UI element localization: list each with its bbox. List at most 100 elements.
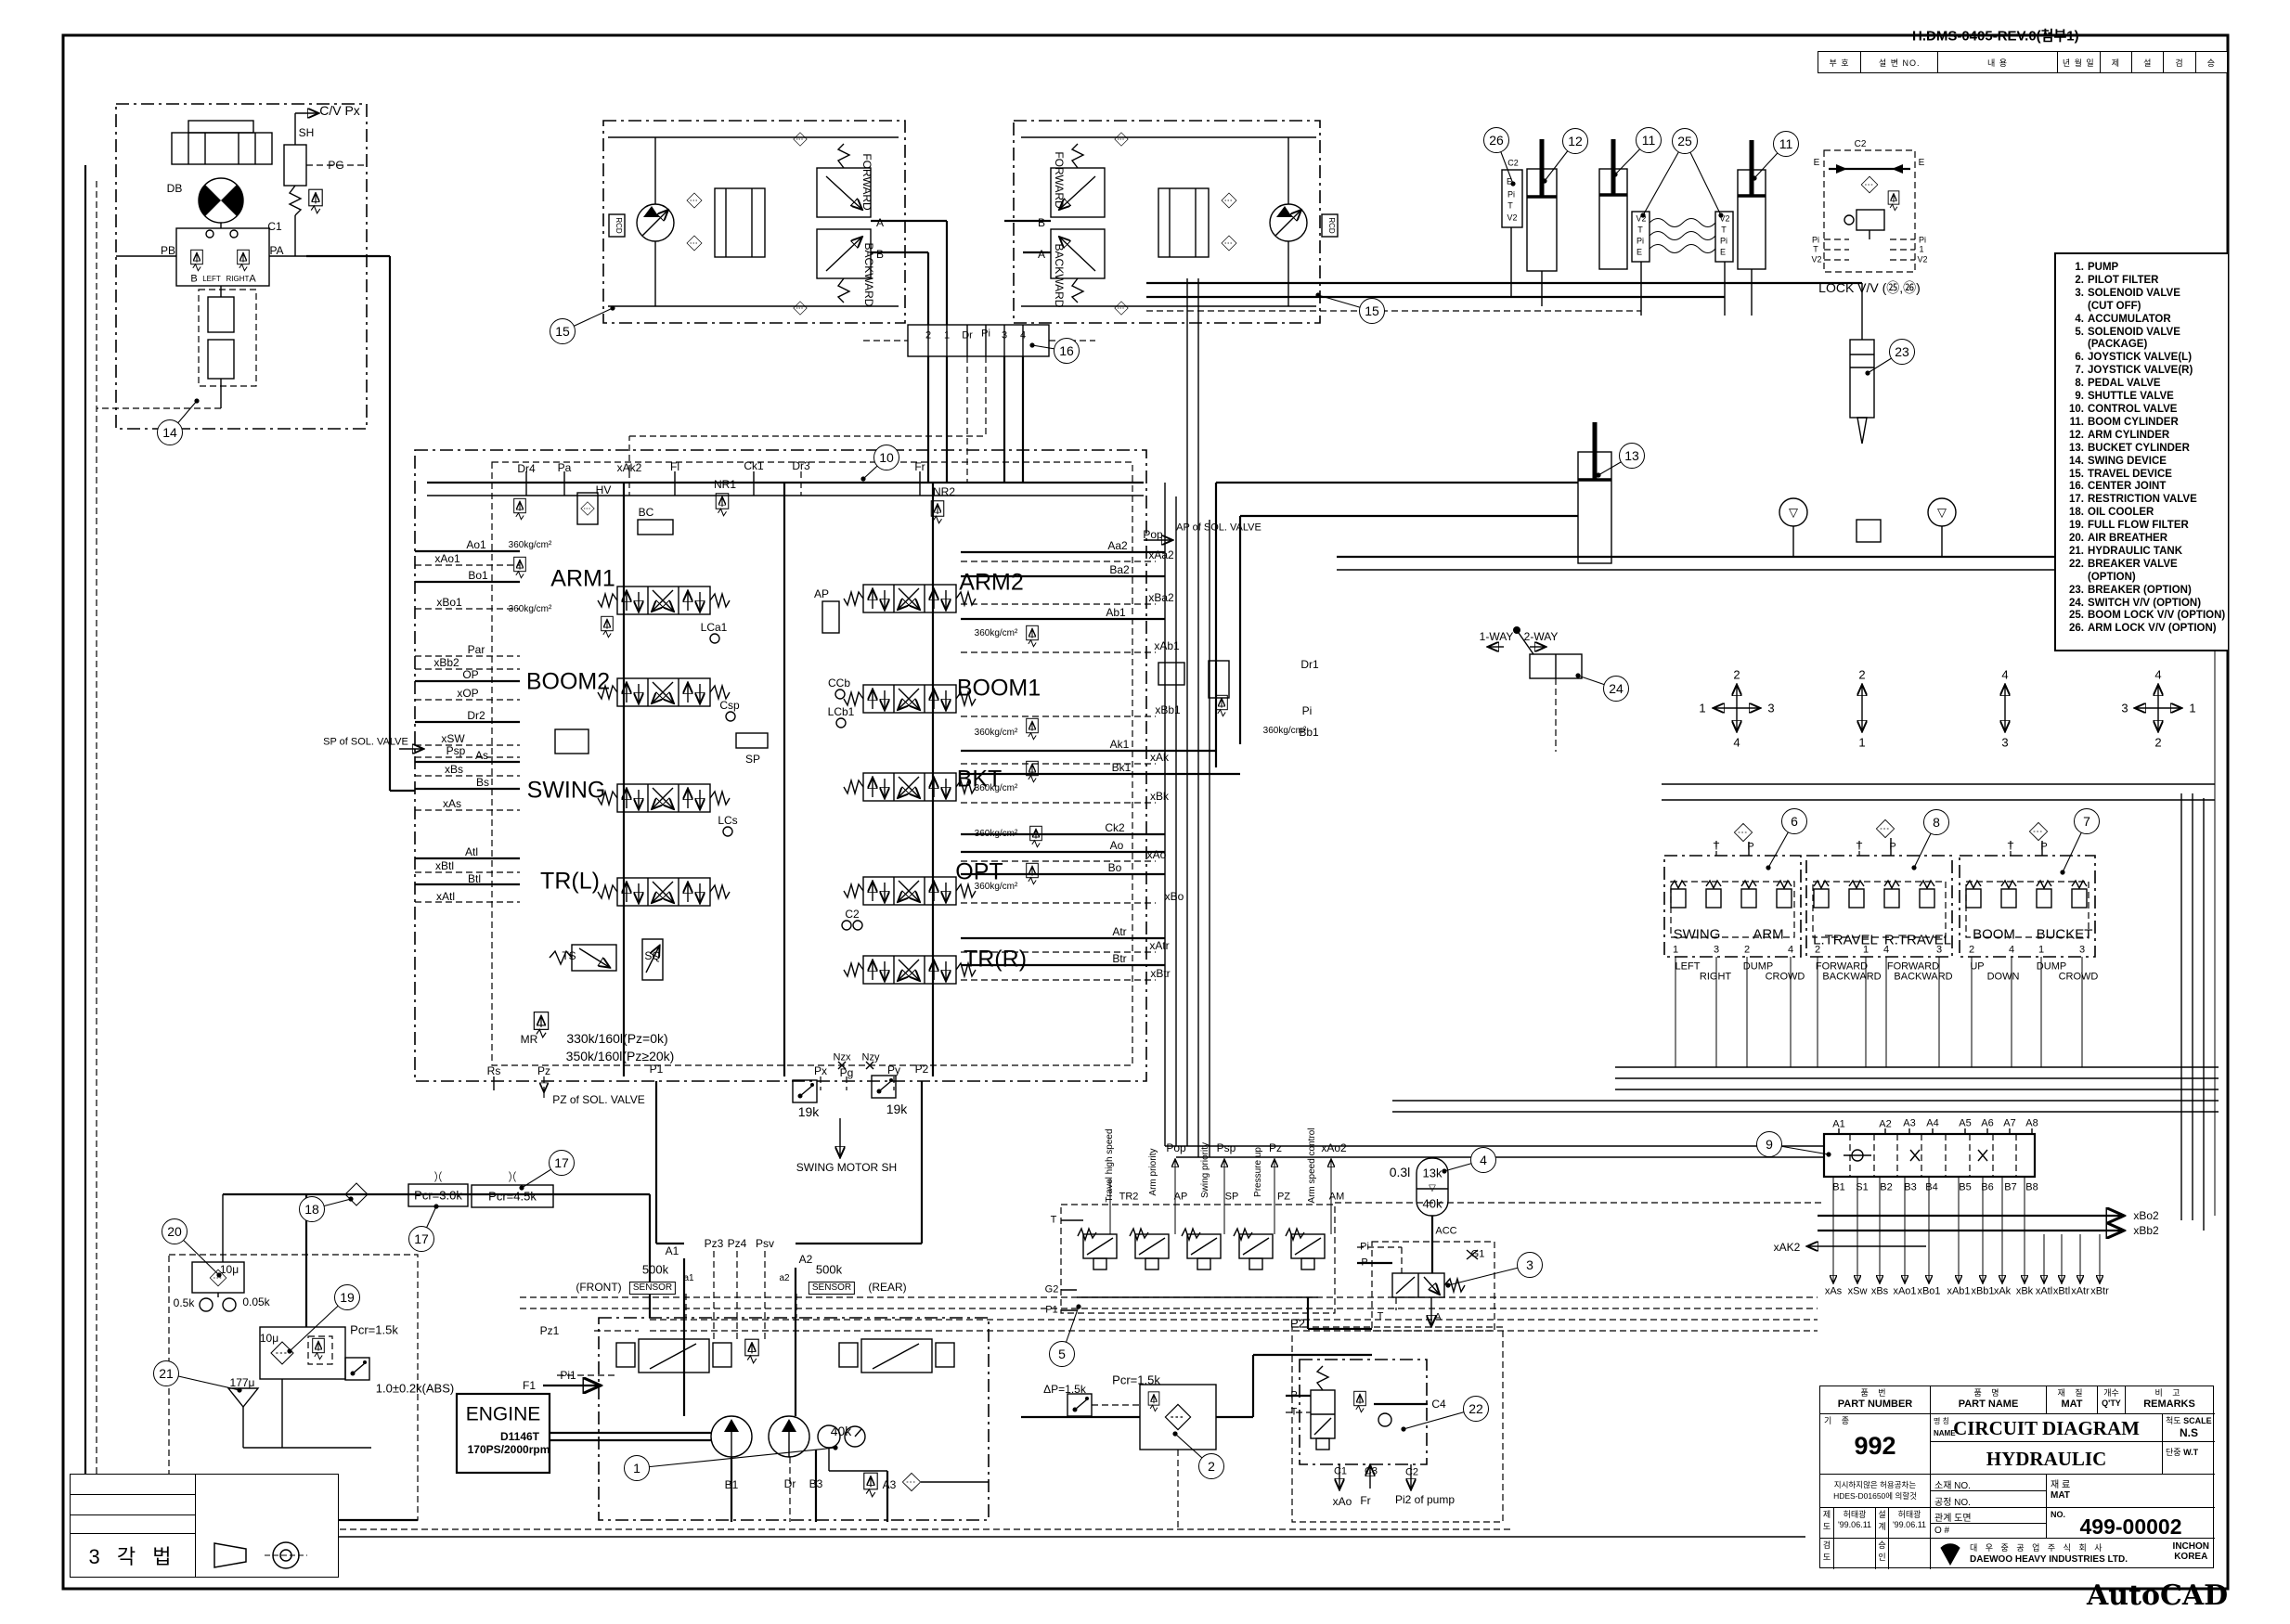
diagram-label: C2 (1507, 158, 1519, 168)
revision-strip-cell: 승 (2206, 58, 2217, 68)
diagram-label: S1 (1856, 1181, 1869, 1193)
diagram-label: AP (813, 587, 830, 600)
diagram-label: Pz (1268, 1141, 1283, 1154)
diagram-label: E (1506, 176, 1513, 187)
diagram-label: P (2040, 841, 2048, 853)
diagram-label: Nzy (861, 1051, 880, 1063)
diagram-label: xSW (441, 732, 465, 745)
parts-list-item-number: 4. (2075, 313, 2084, 325)
diagram-label: 1 (1858, 735, 1866, 750)
callout-1: 1 (624, 1455, 650, 1481)
parts-list-item-number: 22. (2069, 558, 2084, 570)
diagram-label: Pcr=1.5k (1112, 1373, 1160, 1387)
parts-list-item-name: ARM CYLINDER (2088, 429, 2170, 441)
diagram-label: AM (1328, 1191, 1345, 1203)
diagram-label: SQ (644, 949, 661, 962)
diagram-label: Swing priority (1200, 1141, 1210, 1199)
scale-label: 척도 SCALE (2166, 1416, 2212, 1425)
parts-list-item-name: HYDRAULIC TANK (2088, 545, 2183, 557)
diagram-label: A3 (882, 1478, 897, 1491)
parts-list-item-name: PILOT FILTER (2088, 274, 2159, 286)
callout-12: 12 (1562, 128, 1588, 154)
diagram-label: A5 (1959, 1117, 1972, 1129)
accumulator-cutoff-art (1357, 1157, 1495, 1332)
diagram-label: CCb (827, 677, 851, 690)
diagram-label: SENSOR (808, 1282, 856, 1295)
diagram-label: AP of SOL. VALVE (1176, 522, 1261, 534)
diagram-label: T (2007, 841, 2014, 853)
diagram-label: xAo1 (434, 552, 460, 565)
diagram-label: 1 (2189, 701, 2196, 715)
check-label-2: 도 (1822, 1553, 1831, 1562)
diagram-label: 2 (2154, 735, 2162, 750)
callout-11: 11 (1636, 127, 1662, 153)
parts-list-item-name: BOOM LOCK V/V (OPTION) (2088, 610, 2226, 622)
parts-list-item-number: 1. (2075, 262, 2084, 273)
diagram-label: xAtr (2071, 1285, 2089, 1297)
callout-10: 10 (873, 445, 899, 470)
parts-list-item-name: RESTRICTION VALVE (2088, 494, 2197, 506)
diagram-label: 170PS/2000rpm (467, 1443, 550, 1456)
company-en: DAEWOO HEAVY INDUSTRIES LTD. (1970, 1554, 2128, 1565)
diagram-label: LCa1 (700, 621, 728, 634)
diagram-label: BACKWARD (1053, 243, 1066, 308)
diagram-label: TR(R) (963, 946, 1028, 973)
control-valve-art (399, 449, 1240, 1156)
parts-list-item-name: SWITCH V/V (OPTION) (2088, 597, 2202, 609)
diagram-label: B (1037, 216, 1046, 229)
parts-list-item: 24.SWITCH V/V (OPTION) (2062, 598, 2228, 611)
diagram-label: L.TRAVEL (1813, 932, 1878, 948)
parts-list-item: 13.BUCKET CYLINDER (2062, 443, 2228, 456)
diagram-label: A (249, 273, 256, 285)
diagram-label: Fr (914, 460, 925, 473)
parts-list-item: 3.SOLENOID VALVE (2062, 288, 2228, 301)
diagram-label: A4 (1926, 1117, 1939, 1129)
third-angle-label: 3 각 법 (71, 1534, 196, 1577)
callout-16: 16 (1054, 338, 1080, 364)
zero-hash: O # (1930, 1523, 2046, 1538)
diagram-label: Pi (1507, 189, 1516, 200)
parts-list-item: 6.JOYSTICK VALVE(L) (2062, 352, 2228, 365)
diagram-label: Pi (981, 328, 990, 340)
diagram-label: RIGHT (1699, 971, 1732, 983)
col-qty: Q'TY (2102, 1398, 2121, 1408)
diagram-label: xAtl (435, 890, 456, 903)
diagram-label: G2 (1044, 1283, 1059, 1295)
callout-9: 9 (1756, 1131, 1782, 1157)
diagram-label: NR2 (932, 485, 956, 498)
diagram-label: A2 (1879, 1118, 1892, 1130)
parts-list-item: 7.JOYSTICK VALVE(R) (2062, 365, 2228, 378)
diagram-label: T (1856, 841, 1863, 853)
col-part-number-ko: 품 번 (1860, 1388, 1890, 1398)
diagram-label: xBb2 (433, 656, 459, 669)
drawing-number: 499-00002 (2079, 1514, 2182, 1539)
parts-list-item-name: BREAKER (OPTION) (2088, 584, 2192, 596)
callout-7: 7 (2074, 808, 2100, 834)
callout-5: 5 (1049, 1341, 1075, 1367)
diagram-label: B6 (1981, 1181, 1994, 1193)
diagram-label: Dr3 (792, 459, 810, 472)
parts-list-item: 18.OIL COOLER (2062, 507, 2228, 520)
diagram-label: Pcr=4.5k (488, 1189, 537, 1204)
parts-list-item-name: SOLENOID VALVE (2088, 326, 2180, 338)
diagram-label: B4 (1925, 1181, 1938, 1193)
diagram-label: ▽ (1937, 505, 1947, 520)
diagram-label: P (1889, 841, 1896, 853)
diagram-label: 10μ (259, 1332, 279, 1345)
parts-list-item-name: CONTROL VALVE (2088, 403, 2178, 415)
pilot-filter-art (1021, 1353, 1372, 1529)
diagram-label: E (1918, 158, 1925, 168)
parts-list-item: 1.PUMP (2062, 262, 2228, 275)
revision-strip-cell: 부 호 (1818, 52, 1862, 72)
diagram-label: BC (638, 506, 654, 519)
parts-list-item-number: 17. (2069, 494, 2084, 506)
diagram-label: FORWARD (860, 153, 873, 211)
diagram-label: Pcr=1.5k (350, 1322, 398, 1337)
diagram-label: Pressure up (1253, 1147, 1263, 1197)
diagram-label: Bk1 (1111, 761, 1132, 774)
diagram-label: SP (1224, 1191, 1239, 1203)
diagram-label: BACKWARD (1822, 971, 1882, 983)
diagram-label: 4 (1787, 944, 1794, 956)
